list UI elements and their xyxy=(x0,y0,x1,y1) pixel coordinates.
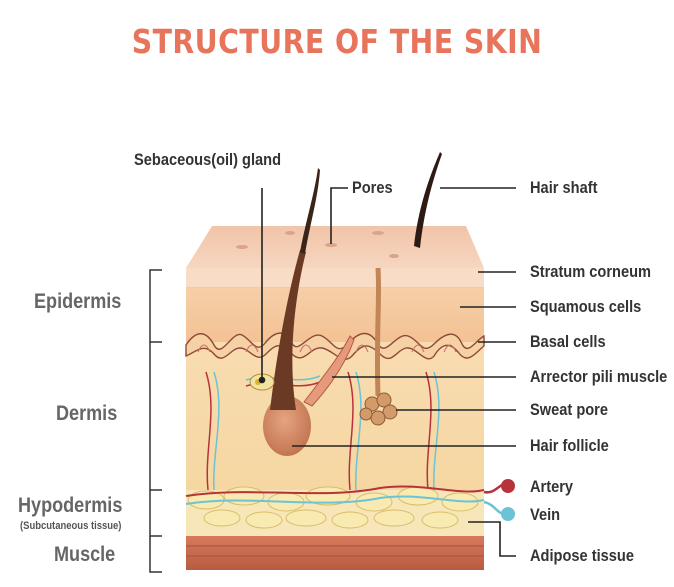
callout-hair-follicle: Hair follicle xyxy=(530,436,609,455)
layer-label-hypodermis-sub: (Subcutaneous tissue) xyxy=(20,520,122,532)
callout-vein: Vein xyxy=(530,505,561,524)
layer-brackets xyxy=(149,269,162,573)
callout-sweat-pore: Sweat pore xyxy=(530,400,609,419)
callout-pores: Pores xyxy=(352,178,393,197)
hair-shaft-right xyxy=(414,152,442,248)
callout-squamous-cells: Squamous cells xyxy=(530,297,642,316)
layer-label-muscle: Muscle xyxy=(54,543,116,566)
epidermis-layer xyxy=(186,288,484,342)
muscle-layer xyxy=(186,536,484,570)
hair-shaft-left xyxy=(300,168,320,254)
leader-lines xyxy=(258,187,516,557)
callout-stratum-corneum: Stratum corneum xyxy=(530,262,652,281)
sweat-gland xyxy=(359,267,398,426)
callout-adipose-tissue: Adipose tissue xyxy=(530,546,634,565)
layer-label-hypodermis: Hypodermis xyxy=(18,494,123,517)
dermal-papillae xyxy=(197,344,457,353)
diagram-title: STRUCTURE OF THE SKIN xyxy=(131,22,543,61)
callout-arrector-pili: Arrector pili muscle xyxy=(530,367,668,386)
hair-follicle-bulb xyxy=(263,396,311,456)
skin-surface xyxy=(186,226,484,268)
callout-artery: Artery xyxy=(530,477,574,496)
layer-label-dermis: Dermis xyxy=(56,402,118,425)
callout-hair-shaft: Hair shaft xyxy=(530,178,598,197)
adipose-cells xyxy=(187,486,479,529)
layer-label-epidermis: Epidermis xyxy=(34,290,122,313)
hair-root xyxy=(270,250,306,410)
callout-sebaceous-gland: Sebaceous(oil) gland xyxy=(134,150,282,169)
artery-vessel xyxy=(483,479,515,494)
vein-vessel xyxy=(483,500,515,521)
arrector-pili-muscle xyxy=(303,335,355,407)
hypodermis-vessels xyxy=(185,485,485,505)
callout-basal-cells: Basal cells xyxy=(530,332,606,351)
stratum-corneum-layer xyxy=(186,268,484,288)
